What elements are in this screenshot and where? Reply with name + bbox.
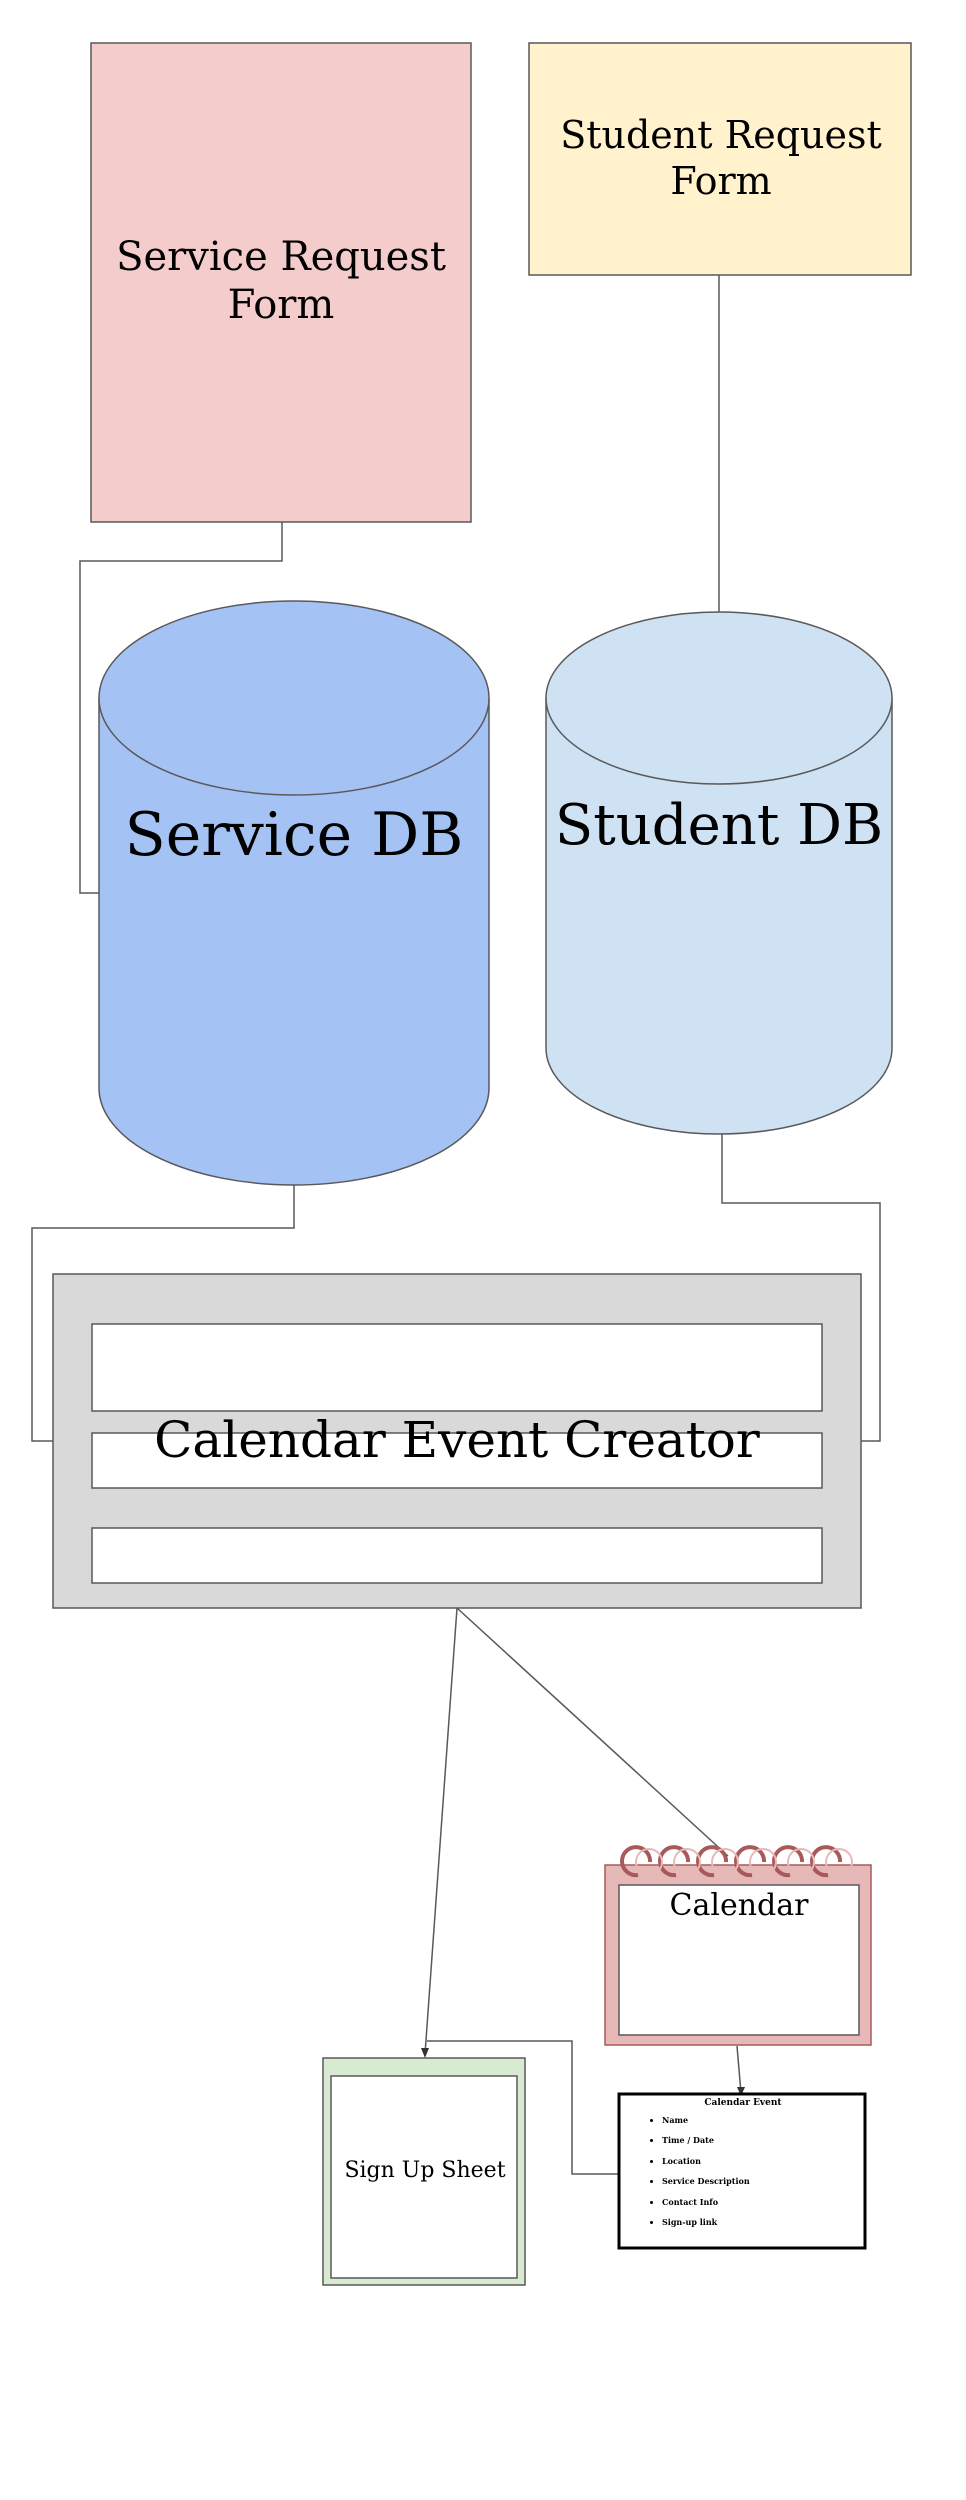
sign-up-sheet-label: Sign Up Sheet: [344, 2157, 506, 2183]
arrowheads: [421, 2048, 745, 2096]
calendar-event-creator-label: Calendar Event Creator: [154, 1411, 760, 1469]
connector-student-db-to-creator: [721, 1134, 881, 1442]
service-request-form-label: Service Request Form: [116, 233, 446, 328]
calendar-label: Calendar: [669, 1887, 809, 1923]
service-db-cylinder: [98, 600, 490, 1186]
calendar-event-field-list: Name Time / Date Location Service Descri…: [620, 2110, 750, 2232]
student-request-form-label: Student Request Form: [560, 113, 882, 203]
creator-field-1: [91, 1323, 823, 1412]
service-db-label: Service DB: [124, 800, 464, 870]
student-db-cylinder: [545, 611, 893, 1135]
connector-calendar-to-event: [736, 2045, 742, 2094]
connector-service-db-to-creator: [31, 1185, 295, 1442]
event-field-service-description: Service Description: [662, 2171, 750, 2191]
student-db-label: Student DB: [554, 792, 884, 858]
calendar-rings-inner: [635, 1848, 853, 1876]
calendar-event-title: Calendar Event: [704, 2098, 782, 2108]
connector-service-form-to-db: [79, 522, 283, 894]
event-field-contact-info: Contact Info: [662, 2192, 750, 2212]
service-request-form-box: [90, 42, 472, 523]
arrowhead-event: [737, 2087, 745, 2096]
student-request-form-box: [528, 42, 912, 276]
event-field-sign-up-link: Sign-up link: [662, 2212, 750, 2232]
sign-up-sheet-page: [330, 2075, 518, 2279]
event-field-time-date: Time / Date: [662, 2130, 750, 2150]
creator-field-2: [91, 1432, 823, 1489]
event-field-name: Name: [662, 2110, 750, 2130]
calendar-rings: [620, 1845, 843, 1878]
connector-event-to-signup: [427, 2040, 618, 2175]
event-field-location: Location: [662, 2151, 750, 2171]
arrowhead-signup: [421, 2048, 429, 2058]
connector-creator-to-calendar: [456, 1607, 729, 1857]
creator-field-3: [91, 1527, 823, 1584]
calendar-shape: [604, 1864, 872, 2046]
connectors: [31, 275, 881, 2175]
connector-creator-to-signup: [424, 1607, 458, 2055]
calendar-event-card: [617, 2092, 867, 2250]
